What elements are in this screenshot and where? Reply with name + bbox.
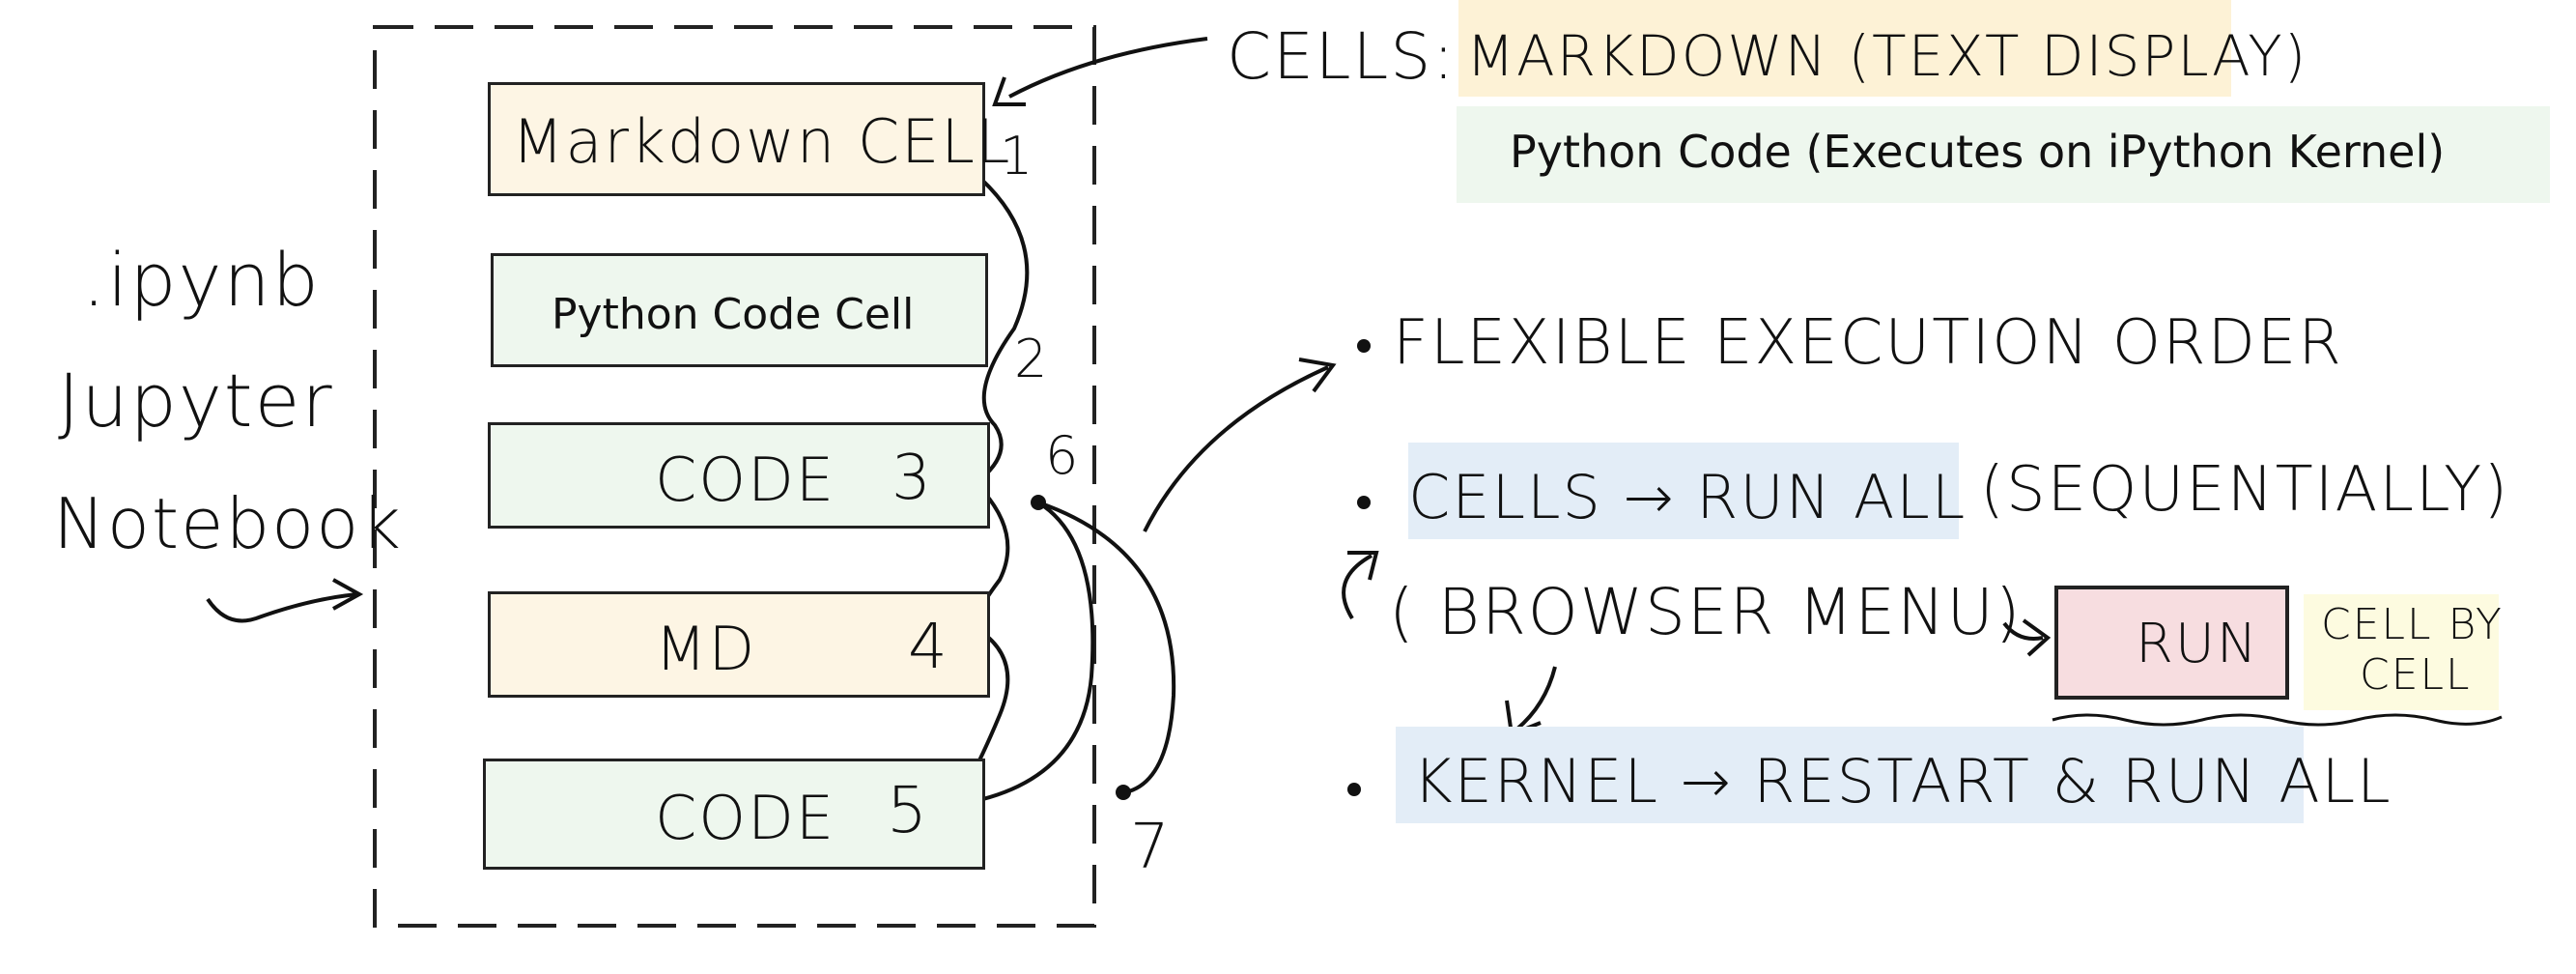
code-cell-3[interactable]: CODE 3 [488, 422, 990, 529]
jupyter-label: Jupyter [58, 358, 334, 444]
code-cell-5-label: CODE [655, 783, 836, 853]
markdown-cell[interactable]: Markdown CELL [488, 82, 1009, 196]
flexible-order-label: FLEXIBLE EXECUTION ORDER [1393, 307, 2343, 379]
legend-code-box: Python Code (Executes on iPython Kernel) [1457, 106, 2550, 203]
browser-down-arrow [1514, 666, 1557, 731]
bullet-kernel [1347, 783, 1361, 796]
python-code-cell[interactable]: Python Code Cell [491, 253, 988, 367]
md-cell-4[interactable]: MD 4 [488, 591, 990, 698]
notebook-arrow [206, 592, 358, 623]
code-cell-5[interactable]: CODE 5 [483, 759, 985, 870]
cells-arrowhead [992, 76, 1026, 106]
flex-arrow [1143, 365, 1329, 532]
legend-markdown-label: MARKDOWN (TEXT DISPLAY) [1466, 23, 2308, 89]
code-cell-3-label: CODE [655, 444, 836, 515]
cell-by-cell-line1: CELL BY [2321, 600, 2504, 649]
cell-number-1: 1 [1000, 126, 1033, 186]
exec-path-1-3 [974, 172, 1030, 485]
kernel-highlight: KERNEL → RESTART & RUN ALL [1396, 727, 2391, 823]
md-cell-4-label: MD [655, 614, 757, 684]
notebook-label: Notebook [53, 483, 403, 564]
browser-up-arrowhead [1347, 551, 1379, 581]
run-all-label: CELLS → RUN ALL [1408, 462, 1967, 532]
cell-by-cell-note: CELL BY CELL [2304, 594, 2502, 710]
cell-number-6: 6 [1045, 425, 1079, 486]
flex-arrowhead [1298, 358, 1337, 393]
browser-menu-label: ( BROWSER MENU) [1389, 575, 2023, 649]
arc-5-6 [960, 501, 1095, 806]
legend-code-label: Python Code (Executes on iPython Kernel) [1510, 126, 2446, 178]
cell-number-7: 7 [1130, 812, 1170, 883]
run-arrowhead [2022, 618, 2052, 657]
legend-markdown-box: MARKDOWN (TEXT DISPLAY) [1458, 0, 2306, 97]
notebook-border [373, 25, 1096, 928]
run-all-highlight: CELLS → RUN ALL [1408, 443, 1965, 539]
legend-heading: CELLS: [1227, 19, 1457, 94]
cell-number-4: 4 [908, 612, 949, 683]
python-code-cell-label: Python Code Cell [552, 290, 915, 339]
arc-6-7 [1037, 501, 1176, 794]
dot-7 [1116, 785, 1131, 800]
run-arrow [2002, 621, 2044, 641]
markdown-cell-label: Markdown CELL [512, 106, 1012, 177]
kernel-label: KERNEL → RESTART & RUN ALL [1413, 746, 2392, 816]
cell-number-2: 2 [1014, 329, 1048, 389]
ext-label: .ipynb [82, 237, 321, 323]
cell-number-5: 5 [887, 773, 929, 847]
cell-number-3: 3 [892, 443, 933, 514]
bullet-run-all [1357, 496, 1371, 509]
notebook-arrowhead [332, 578, 364, 611]
bullet-flexible [1357, 339, 1371, 353]
sequentially-label: (SEQUENTIALLY) [1980, 454, 2510, 526]
cells-arrow [1008, 37, 1208, 99]
cell-by-cell-line2: CELL [2360, 650, 2472, 700]
run-button[interactable]: RUN [2054, 586, 2289, 700]
run-button-label: RUN [2136, 613, 2259, 675]
browser-up-arrow [1342, 554, 1373, 620]
run-underline [2052, 713, 2503, 727]
